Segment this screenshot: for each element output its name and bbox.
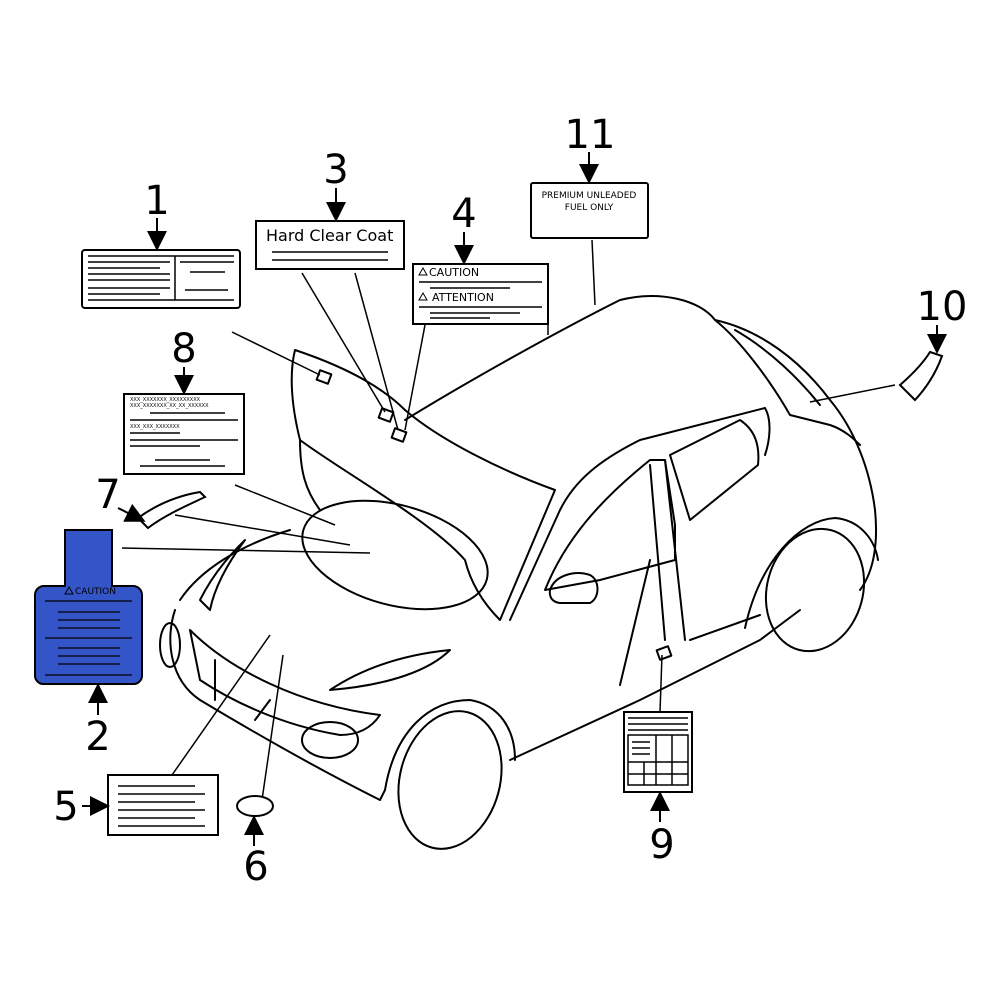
callout-9: 9: [649, 822, 674, 868]
label-2-shape: [34, 529, 143, 685]
front-fascia: [169, 529, 386, 801]
front-wheel: [397, 710, 503, 850]
label-2-highlighted: CAUTION: [34, 529, 143, 685]
callout-arrows: [82, 152, 947, 846]
label-8-line-3: XXX_XXX_XXXXXXX: [130, 424, 180, 430]
callout-7: 7: [95, 472, 120, 518]
callout-3: 3: [323, 147, 348, 193]
callout-5: 5: [53, 784, 78, 830]
callout-1: 1: [144, 178, 169, 224]
rear-pillar: [714, 319, 861, 446]
label-9: [623, 711, 693, 793]
warning-triangle-icon: [64, 585, 74, 595]
headlight-round: [159, 622, 181, 668]
side-sill: [509, 609, 801, 761]
callout-10: 10: [917, 284, 968, 330]
label-3: Hard Clear Coat: [255, 220, 405, 270]
leader-lines: [121, 239, 896, 801]
callout-4: 4: [451, 191, 476, 237]
hood-label-marker-4: [390, 427, 408, 443]
rear-door-window: [669, 419, 760, 521]
premium-unleaded-text: PREMIUM UNLEADED: [542, 191, 637, 201]
label-4-attention-text: ATTENTION: [432, 291, 494, 304]
label-4: CAUTION ATTENTION: [412, 263, 549, 325]
rear-wheel: [764, 527, 866, 653]
label-4-caution-text: CAUTION: [429, 266, 479, 279]
label-10: [898, 350, 944, 402]
a-pillar: [509, 407, 771, 621]
callout-8: 8: [171, 326, 196, 372]
front-wheel-arch: [384, 699, 516, 791]
rear-wheel-arch: [744, 517, 879, 629]
callout-numbers: 1 2 3 4 5 6 7 8 9 10 11: [53, 112, 967, 890]
engine-bay: [301, 499, 489, 611]
callout-6: 6: [243, 844, 268, 890]
warning-triangle-icon: [418, 291, 428, 301]
b-pillar: [649, 459, 686, 641]
hood-label-marker-1: [315, 369, 333, 385]
label-2-caution-text: CAUTION: [75, 587, 116, 597]
warning-triangle-icon: [418, 266, 428, 276]
front-door-window: [544, 459, 676, 591]
label-1: [81, 249, 241, 309]
side-mirror: [548, 572, 599, 604]
label-8-line-1: XXX_XXXXXXX_XXXXXXXXX: [130, 397, 201, 403]
hood-label-marker-3: [377, 407, 395, 423]
label-8-line-2: XXX_XXXXXXX_XX_XX_XXXXXX: [130, 403, 209, 409]
fuel-only-text: FUEL ONLY: [565, 203, 614, 213]
bumper-detail: [214, 659, 271, 721]
label-8: XXX_XXXXXXX_XXXXXXXXX XXX_XXXXXXX_XX_XX_…: [123, 393, 245, 475]
fog-light: [301, 721, 359, 759]
callout-11: 11: [565, 112, 616, 158]
turn-signal: [329, 649, 451, 691]
door-label-marker-9: [655, 645, 673, 661]
vehicle-outline: [159, 295, 879, 850]
door-line: [619, 559, 761, 686]
callout-2: 2: [85, 714, 110, 760]
grille: [189, 629, 381, 736]
hood-inner: [299, 439, 321, 511]
hard-clear-coat-text: Hard Clear Coat: [266, 226, 393, 245]
rear-window-edge: [734, 329, 821, 406]
label-5: [107, 774, 219, 836]
label-6: [236, 795, 274, 817]
label-11: PREMIUM UNLEADED FUEL ONLY: [530, 182, 649, 239]
roof-line: [404, 295, 878, 591]
label-7: [136, 490, 207, 530]
headlight-upper: [199, 539, 246, 611]
